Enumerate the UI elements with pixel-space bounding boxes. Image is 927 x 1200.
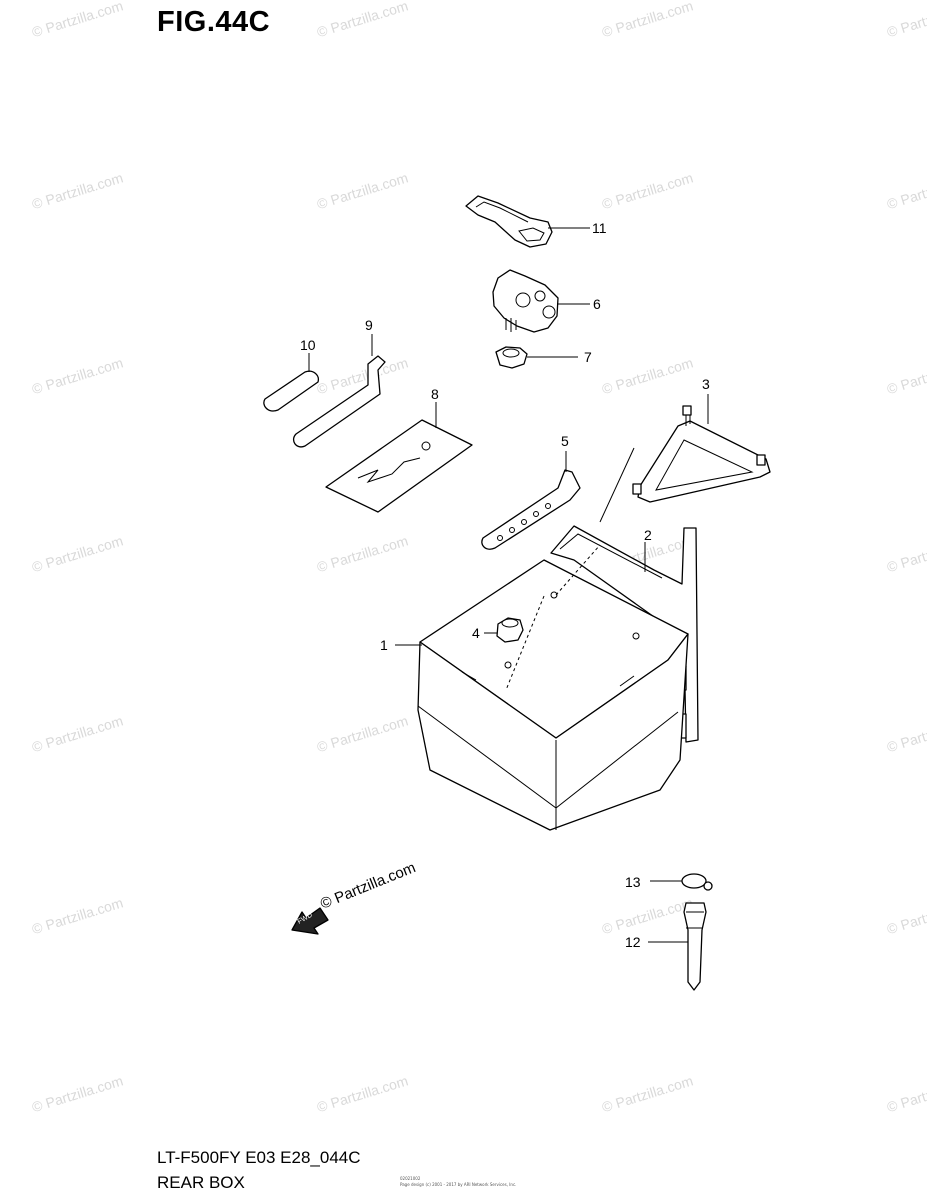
section-name: REAR BOX [157, 1173, 245, 1192]
part-1-rear-box [395, 544, 689, 831]
part-10-pin [263, 353, 319, 412]
callout-9: 9 [365, 317, 373, 333]
callout-2: 2 [644, 527, 652, 543]
figure-title: FIG.44C [157, 6, 271, 38]
small-code: 02021002 [400, 1176, 421, 1181]
part-13-washer [650, 873, 713, 891]
part-7-nut [495, 346, 578, 369]
fwd-arrow [291, 907, 329, 935]
callout-1: 1 [380, 637, 388, 653]
part-5-stay [481, 451, 581, 550]
callout-12: 12 [625, 934, 641, 950]
part-11-strap [465, 195, 590, 248]
callout-8: 8 [431, 386, 439, 402]
model-code: LT-F500FY E03 E28_044C [157, 1148, 361, 1167]
callout-10: 10 [300, 337, 316, 353]
callout-11: 11 [592, 220, 607, 236]
callout-7: 7 [584, 349, 592, 365]
callout-6: 6 [593, 296, 601, 312]
part-6-bracket [492, 269, 590, 333]
callout-4: 4 [472, 625, 480, 641]
part-9-rod [292, 334, 386, 448]
part-8-plate [325, 402, 473, 513]
part-4-nut [484, 617, 524, 643]
callout-3: 3 [702, 376, 710, 392]
part-3-frame [632, 394, 771, 503]
callout-5: 5 [561, 433, 569, 449]
callout-13: 13 [625, 874, 641, 890]
part-12-bolt [648, 902, 707, 991]
copyright-line: Page design (c) 2001 - 2017 by ARI Netwo… [400, 1182, 517, 1187]
